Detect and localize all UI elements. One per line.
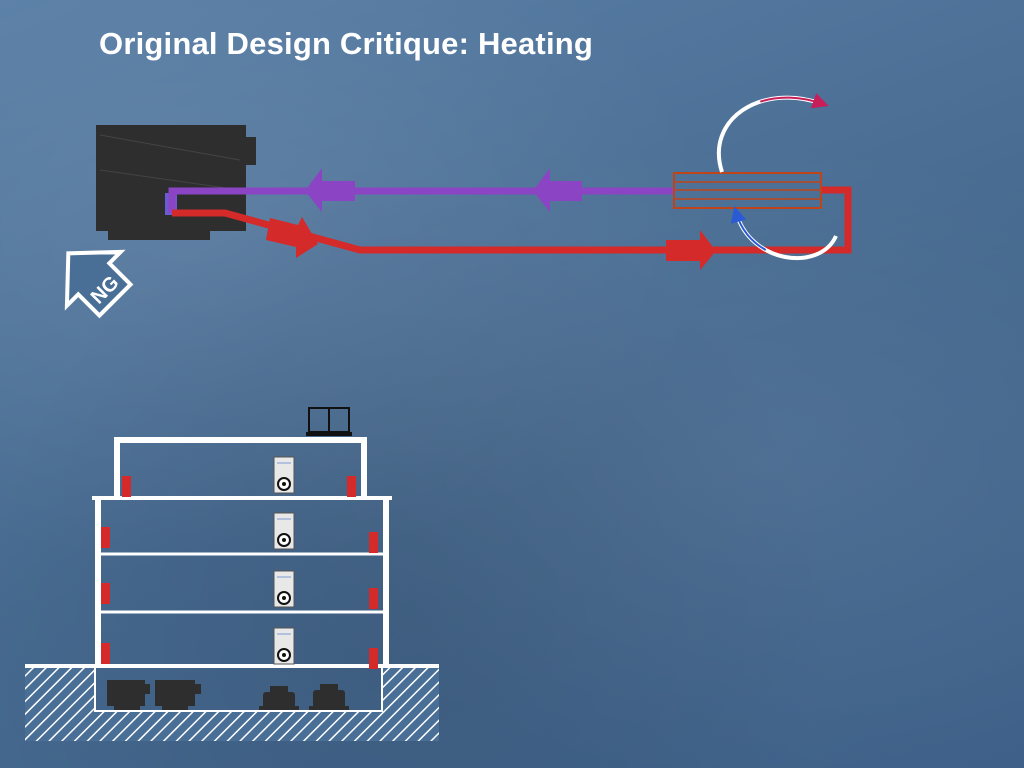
rooftop-unit-icon	[306, 407, 352, 436]
basement-boiler-icon	[107, 680, 201, 710]
supply-flow-arrow-1	[266, 217, 318, 258]
ng-inlet-arrow-icon: NG	[64, 249, 134, 319]
fan-coil-unit-icon	[273, 456, 295, 665]
return-flow-arrow-2	[533, 168, 582, 212]
basement-pump-icon	[259, 684, 349, 710]
slide-title: Original Design Critique: Heating	[99, 26, 594, 61]
radiator-icon	[101, 476, 378, 669]
boiler-icon	[96, 125, 256, 240]
return-flow-arrow-1	[305, 168, 355, 212]
supply-flow-arrow-2	[666, 230, 716, 270]
supply-pipe	[172, 186, 852, 270]
warm-air-arrow-icon	[716, 93, 829, 173]
heat-exchanger-icon	[673, 172, 822, 209]
cool-air-arrow-icon	[730, 206, 838, 261]
return-pipe	[168, 168, 674, 213]
building-section	[25, 437, 439, 741]
